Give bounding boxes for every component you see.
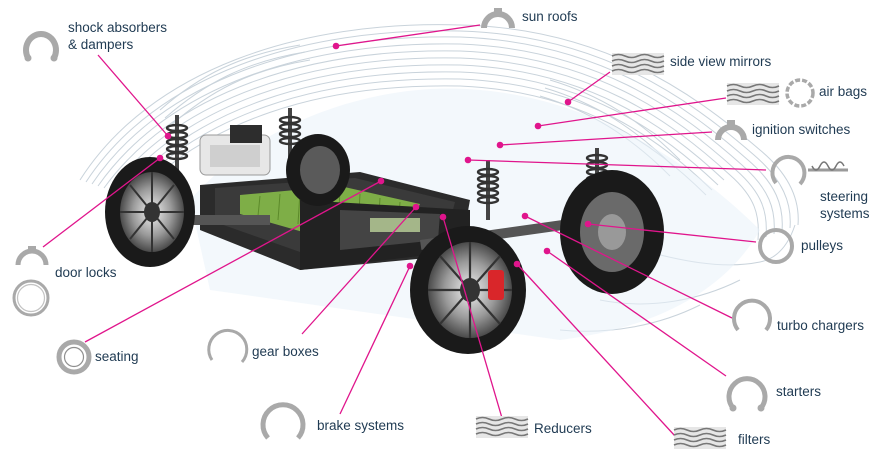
label-brake-systems: brake systems — [317, 418, 405, 433]
label-starters: starters — [776, 384, 822, 399]
leader-endpoints — [156, 42, 592, 270]
steering-rack-icon — [808, 161, 848, 172]
circlip-icon — [23, 31, 59, 62]
label-shock-absorbers-line1: shock absorbers — [68, 20, 168, 35]
spiral-ring-icon — [56, 339, 92, 375]
e-clip-icon — [715, 120, 747, 141]
spiral-ring-icon — [12, 279, 50, 317]
label-side-view-mirrors: side view mirrors — [670, 54, 772, 69]
label-gear-boxes: gear boxes — [252, 344, 319, 359]
front-left-spring — [476, 160, 500, 220]
wave-spring-icon — [611, 52, 665, 76]
label-filters: filters — [738, 432, 771, 447]
rear-axle — [170, 215, 270, 225]
label-sun-roofs: sun roofs — [522, 9, 578, 24]
rear-right-wheel — [286, 134, 350, 206]
front-right-wheel — [560, 170, 664, 294]
circlip-icon — [726, 376, 768, 412]
label-steering-line1: steering — [820, 189, 869, 204]
label-turbo-chargers: turbo chargers — [777, 318, 865, 333]
wave-spring-icon — [475, 415, 529, 439]
label-pulleys: pulleys — [801, 238, 844, 253]
e-clip-icon — [481, 8, 515, 29]
circlip-icon — [732, 298, 772, 332]
e-clip-icon — [15, 246, 49, 266]
retaining-ring-icon — [207, 328, 249, 363]
label-door-locks: door locks — [55, 265, 117, 280]
label-ignition-switches: ignition switches — [752, 122, 851, 137]
battery-platform — [200, 172, 470, 270]
circlip-icon — [260, 402, 306, 440]
rear-left-spring — [165, 115, 189, 170]
wave-spring-icon — [673, 426, 727, 450]
label-steering-line2: systems — [820, 206, 870, 221]
rear-right-spring — [278, 108, 302, 160]
wave-spring-icon — [726, 82, 780, 106]
leader-lines — [42, 24, 767, 437]
label-shock-absorbers-line2: & dampers — [68, 37, 134, 52]
rear-left-wheel — [105, 157, 195, 267]
spiral-ring-icon — [785, 78, 815, 108]
label-reducers: Reducers — [534, 421, 592, 436]
retaining-ring-icon — [770, 154, 807, 186]
front-left-wheel — [410, 226, 526, 354]
retaining-ring-icon — [758, 228, 794, 264]
label-seating: seating — [95, 349, 139, 364]
label-air-bags: air bags — [819, 84, 868, 99]
motor-unit — [199, 125, 271, 176]
